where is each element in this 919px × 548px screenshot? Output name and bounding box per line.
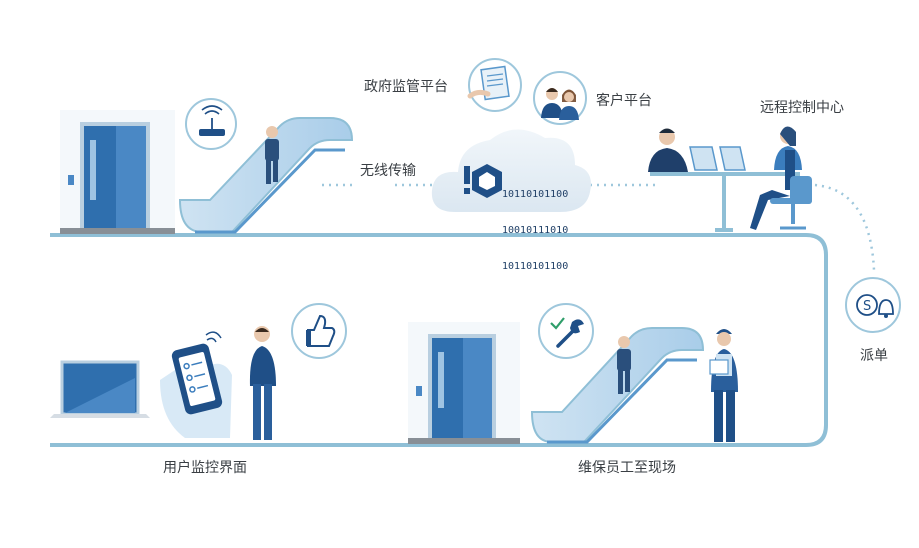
operator-male (648, 128, 688, 172)
hand-phone-illustration (160, 331, 232, 438)
remote-control-desk (650, 172, 800, 232)
svg-text:S: S (863, 299, 871, 314)
government-document-icon (467, 58, 522, 112)
wrench-check-icon (538, 303, 594, 359)
person-on-escalator-top (265, 126, 279, 184)
binary-line: 10110101100 (502, 261, 569, 272)
laptop-screens (689, 146, 746, 171)
center-to-dispatch-dotted-link (814, 183, 876, 271)
label-remote-control-center: 远程控制中心 (760, 100, 844, 116)
label-user-monitoring: 用户监控界面 (163, 460, 247, 476)
top-floor-line (50, 233, 828, 447)
elevator-top (60, 110, 175, 234)
maintenance-worker (709, 329, 738, 442)
cloud (431, 129, 591, 212)
label-dispatch: 派单 (860, 348, 888, 364)
customer-people-icon (533, 71, 587, 125)
cube-icon (472, 164, 502, 198)
label-customer-platform: 客户平台 (596, 93, 652, 109)
binary-line: 10110101100 (502, 189, 569, 200)
elevator-bottom (408, 322, 520, 444)
label-maintenance-onsite: 维保员工至现场 (578, 460, 676, 476)
binary-code-block: 10110101100 10010111010 10110101100 (502, 165, 568, 285)
standing-user-man (249, 326, 276, 440)
dispatch-bell-icon: S (845, 277, 901, 333)
escalator-bottom (530, 327, 705, 444)
laptop (50, 360, 150, 418)
person-on-escalator-bottom (617, 336, 631, 394)
wifi-router-icon (185, 98, 237, 150)
thumbs-up-icon (291, 303, 347, 359)
operator-female (750, 126, 802, 230)
binary-line: 10010111010 (502, 225, 569, 236)
alert-exclamation-icon (464, 166, 470, 194)
label-government-platform: 政府监管平台 (364, 79, 448, 95)
label-wireless-transmission: 无线传输 (360, 163, 416, 179)
office-chair (770, 176, 812, 230)
